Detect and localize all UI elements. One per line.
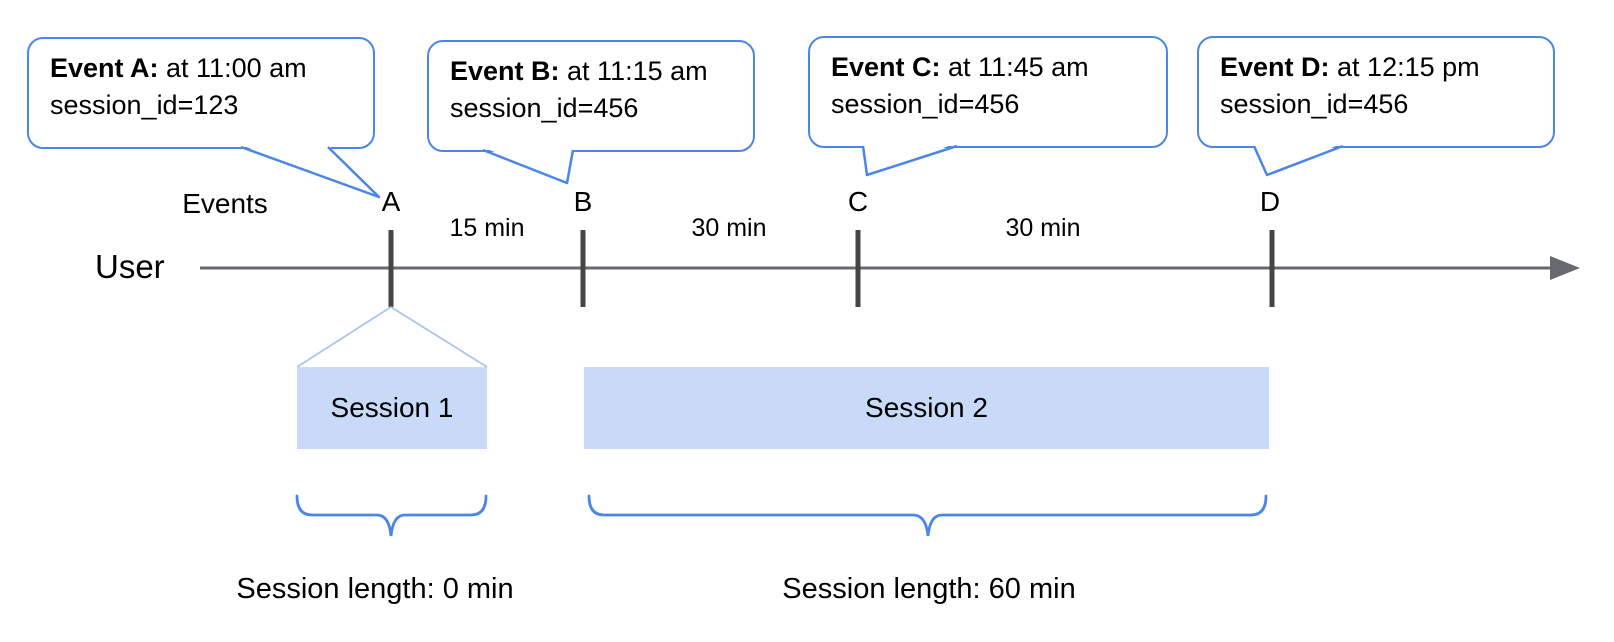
session-2-label: Session 2 xyxy=(865,392,988,423)
event-d-callout: Event D: at 12:15 pm session_id=456 xyxy=(1197,36,1555,148)
session-2-brace xyxy=(587,494,1268,537)
events-axis-label: Events xyxy=(182,188,268,219)
event-c-session-id: session_id=456 xyxy=(831,89,1020,119)
event-d-title: Event D: xyxy=(1220,52,1330,82)
user-lane-label: User xyxy=(95,248,165,285)
session-1-box: Session 1 xyxy=(297,367,487,449)
session-1-brace xyxy=(295,494,488,537)
event-c-time: at 11:45 am xyxy=(940,52,1089,82)
event-c-callout-line1: Event C: at 11:45 am xyxy=(831,49,1146,86)
event-c-letter: C xyxy=(847,186,869,217)
event-b-session-id: session_id=456 xyxy=(450,93,639,123)
session-2-box: Session 2 xyxy=(584,367,1269,449)
event-b-time: at 11:15 am xyxy=(559,56,708,86)
event-b-letter: B xyxy=(573,186,593,217)
event-a-letter: A xyxy=(381,186,401,217)
event-b-callout-line1: Event B: at 11:15 am xyxy=(450,53,733,90)
event-d-callout-line1: Event D: at 12:15 pm xyxy=(1220,49,1533,86)
timeline-arrowhead-icon xyxy=(1550,256,1580,280)
session-1-funnel-left xyxy=(296,306,392,368)
event-a-time: at 11:00 am xyxy=(158,53,307,83)
session-1-label: Session 1 xyxy=(330,392,454,423)
interval-a-b-label: 15 min xyxy=(449,214,525,242)
event-c-title: Event C: xyxy=(831,52,941,82)
session-1-funnel-right xyxy=(390,306,488,368)
interval-b-c-label: 30 min xyxy=(691,214,767,242)
event-a-callout: Event A: at 11:00 am session_id=123 xyxy=(27,37,375,149)
event-c-callout: Event C: at 11:45 am session_id=456 xyxy=(808,36,1168,148)
event-d-letter: D xyxy=(1259,186,1281,217)
event-b-callout: Event B: at 11:15 am session_id=456 xyxy=(427,40,755,152)
event-d-session-id: session_id=456 xyxy=(1220,89,1409,119)
event-a-callout-line1: Event A: at 11:00 am xyxy=(50,50,353,87)
session-1-length-label: Session length: 0 min xyxy=(236,573,514,605)
session-2-length-label: Session length: 60 min xyxy=(782,573,1076,605)
event-d-time: at 12:15 pm xyxy=(1329,52,1480,82)
interval-c-d-label: 30 min xyxy=(1005,214,1081,242)
event-a-session-id: session_id=123 xyxy=(50,90,239,120)
event-b-title: Event B: xyxy=(450,56,560,86)
event-b-callout-tail xyxy=(482,147,575,185)
event-a-title: Event A: xyxy=(50,53,159,83)
